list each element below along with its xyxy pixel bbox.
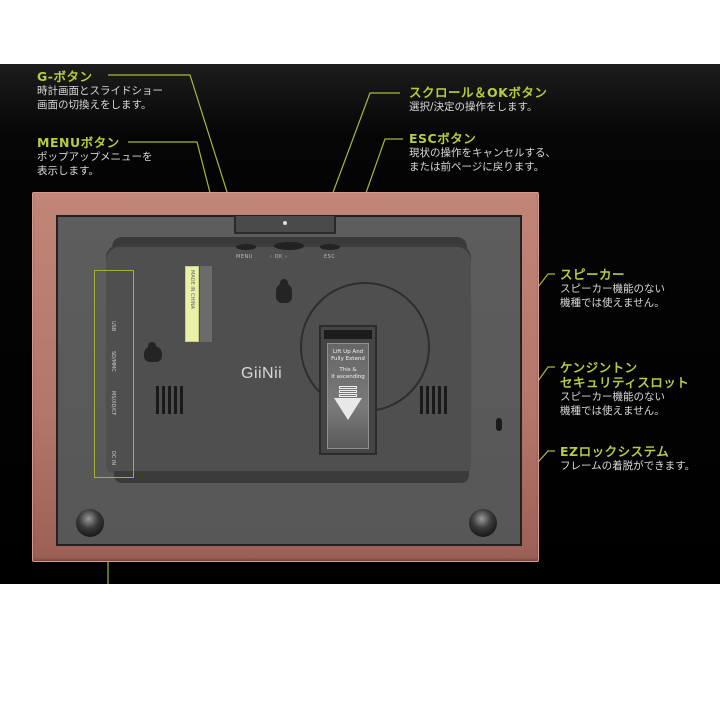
- stand-tag-line-4: it ascending: [331, 374, 365, 380]
- ports-area: USB SD/MMC MS/XD/CF DC IN: [94, 270, 134, 478]
- g-button-desc-1: 時計画面とスライドショー: [37, 85, 163, 97]
- kickstand[interactable]: Lift Up And Fully Extend This & it ascen…: [319, 325, 377, 455]
- port-dc-in[interactable]: DC IN: [110, 451, 116, 466]
- annotation-g-button: G-ボタン 時計画面とスライドショー 画面の切換えをします。: [37, 69, 163, 112]
- ez-lock-knob-left[interactable]: [76, 509, 104, 537]
- menu-button[interactable]: [236, 244, 256, 250]
- kensington-title-1: ケンジントン: [560, 360, 638, 375]
- kensington-desc-1: スピーカー機能のない: [560, 391, 665, 403]
- speaker-desc-2: 機種では使えません。: [560, 297, 665, 309]
- g-button[interactable]: [234, 216, 336, 234]
- brand-logo: GiiNii: [241, 365, 283, 382]
- down-arrow-icon: [339, 386, 357, 397]
- left-speaker-grille: [156, 386, 183, 414]
- photo-frame-back: MENU ‹ OK › ESC MADE IN CHINA Lift Up An…: [32, 192, 539, 562]
- right-speaker-grille: [420, 386, 447, 414]
- sticker-text: MADE IN CHINA: [189, 270, 195, 310]
- menu-button-desc-1: ポップアップメニューを: [37, 151, 153, 163]
- kensington-title-2: セキュリティスロット: [560, 375, 690, 390]
- scroll-hw-label: ‹ OK ›: [270, 254, 288, 260]
- stand-slot: [324, 330, 372, 339]
- port-sd[interactable]: SD/MMC: [110, 351, 116, 372]
- speaker-title: スピーカー: [560, 267, 626, 282]
- wall-mount-keyhole-icon: [276, 279, 292, 303]
- annotation-esc-button: ESCボタン 現状の操作をキャンセルする、 または前ページに戻ります。: [409, 131, 556, 174]
- stand-tag-line-1: Lift Up And: [332, 349, 364, 355]
- scroll-ok-desc-1: 選択/決定の操作をします。: [409, 101, 538, 113]
- esc-hw-label: ESC: [324, 254, 336, 260]
- kensington-slot: [496, 418, 502, 431]
- port-usb[interactable]: USB: [110, 321, 116, 332]
- sticker-strip: [200, 266, 212, 342]
- kensington-desc-2: 機種では使えません。: [560, 405, 665, 417]
- stand-tag-line-3: This &: [339, 367, 357, 373]
- annotation-scroll-ok-button: スクロール＆OKボタン 選択/決定の操作をします。: [409, 85, 547, 114]
- menu-button-title: MENUボタン: [37, 135, 120, 150]
- port-ms[interactable]: MS/XD/CF: [110, 391, 116, 416]
- product-diagram: G-ボタン 時計画面とスライドショー 画面の切換えをします。 MENUボタン ポ…: [0, 64, 720, 584]
- g-button-dot-icon: [283, 221, 287, 225]
- esc-desc-1: 現状の操作をキャンセルする、: [409, 147, 556, 159]
- stand-instruction-tag: Lift Up And Fully Extend This & it ascen…: [327, 343, 369, 449]
- esc-button[interactable]: [320, 244, 340, 250]
- scroll-ok-title: スクロール＆OKボタン: [409, 85, 548, 100]
- wall-mount-keyhole-icon: [144, 342, 162, 362]
- esc-desc-2: または前ページに戻ります。: [409, 161, 545, 173]
- down-arrow-head-icon: [334, 398, 362, 420]
- ez-lock-knob-right[interactable]: [469, 509, 497, 537]
- g-button-desc-2: 画面の切換えをします。: [37, 99, 152, 111]
- scroll-ok-button[interactable]: [274, 242, 304, 250]
- bottom-ridge: [114, 471, 469, 483]
- annotation-ez-lock: EZロックシステム フレームの着脱ができます。: [560, 444, 695, 473]
- stand-tag-line-2: Fully Extend: [331, 356, 365, 362]
- annotation-speaker: スピーカー スピーカー機能のない 機種では使えません。: [560, 267, 665, 310]
- esc-title: ESCボタン: [409, 131, 477, 146]
- speaker-desc-1: スピーカー機能のない: [560, 283, 665, 295]
- menu-button-desc-2: 表示します。: [37, 165, 99, 177]
- ez-lock-desc-1: フレームの着脱ができます。: [560, 460, 696, 472]
- back-panel: MENU ‹ OK › ESC MADE IN CHINA Lift Up An…: [56, 215, 522, 546]
- g-button-title: G-ボタン: [37, 69, 93, 84]
- annotation-kensington: ケンジントン セキュリティスロット スピーカー機能のない 機種では使えません。: [560, 360, 689, 418]
- product-sticker: MADE IN CHINA: [185, 266, 199, 342]
- menu-hw-label: MENU: [236, 254, 253, 260]
- ez-lock-title: EZロックシステム: [560, 444, 670, 459]
- annotation-menu-button: MENUボタン ポップアップメニューを 表示します。: [37, 135, 153, 178]
